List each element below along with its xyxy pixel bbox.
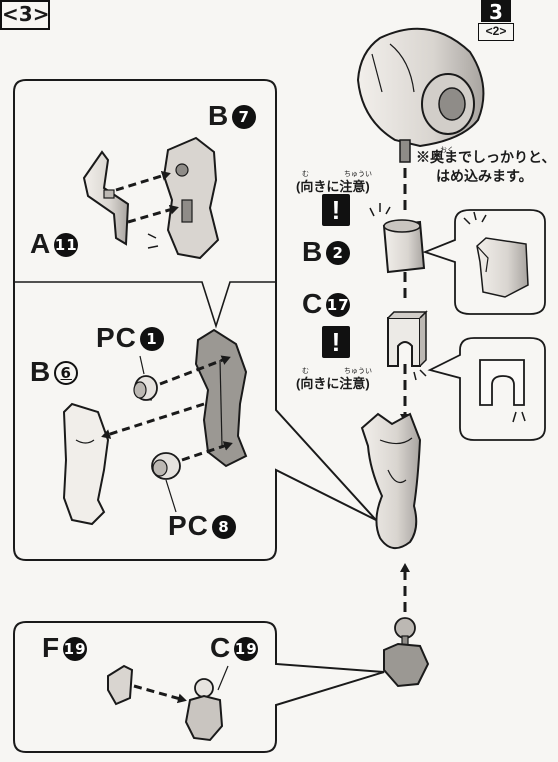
- label-b2-number: 2: [326, 241, 351, 265]
- label-c17-number: 17: [326, 293, 351, 317]
- part-b6: [62, 402, 110, 526]
- part-a11: [82, 150, 130, 246]
- label-b7-letter: B: [208, 100, 230, 131]
- label-c19-letter: C: [210, 632, 232, 663]
- label-b7-number: 7: [232, 105, 257, 129]
- label-f19-letter: F: [42, 632, 61, 663]
- caution-label-lower: む ちゅうい (向きに注意): [296, 368, 372, 392]
- caution-text: (向きに注意): [296, 376, 370, 391]
- label-b2-letter: B: [302, 236, 324, 267]
- joint-part-c19: [383, 617, 430, 688]
- label-f19-number: 19: [63, 637, 88, 661]
- part-pc8: [151, 452, 181, 480]
- part-b2-collar: [369, 203, 426, 274]
- caution-ruby-mu: む: [302, 171, 309, 178]
- part-pc1: [133, 375, 158, 401]
- part-b7: [147, 136, 220, 260]
- zoom-callout-b2: [422, 209, 546, 315]
- caution-ruby-chui: ちゅうい: [344, 171, 372, 178]
- label-c17-letter: C: [302, 288, 324, 319]
- step-number: <3>: [0, 0, 50, 30]
- warning-icon-upper: !: [322, 194, 350, 226]
- label-a11-number: 11: [54, 233, 79, 257]
- warning-icon-lower: !: [322, 326, 350, 358]
- label-pc8-number: 8: [211, 515, 236, 539]
- label-b6-letter: B: [30, 356, 52, 387]
- zoom-callout-c17: [427, 337, 546, 441]
- label-c19-number: 19: [234, 637, 259, 661]
- label-pc1-letter: PC: [96, 322, 137, 353]
- note-line-1: ※奥までしっかりと、: [416, 149, 556, 165]
- label-pc1-number: 1: [139, 327, 164, 351]
- reference-step-number: 3: [481, 0, 511, 22]
- upper-arm-assembly: [360, 412, 422, 549]
- caution-ruby-mu: む: [302, 368, 309, 375]
- note-ruby: おく: [440, 147, 454, 154]
- shoulder-armor-part: [356, 27, 485, 163]
- label-a11-letter: A: [30, 228, 52, 259]
- instruction-note: おく ※奥までしっかりと、 はめ込みます。: [416, 147, 556, 186]
- part-c19: [184, 678, 224, 742]
- part-c17-bracket: [387, 310, 428, 381]
- part-f19: [107, 664, 134, 706]
- step-value: 3: [18, 2, 33, 26]
- label-b6-number: 6: [54, 361, 79, 385]
- reference-sub-step: <2>: [478, 23, 514, 41]
- note-line-2: はめ込みます。: [436, 168, 533, 184]
- label-pc8-letter: PC: [168, 510, 209, 541]
- caution-label-upper: む ちゅうい (向きに注意): [296, 171, 372, 195]
- caution-text: (向きに注意): [296, 179, 370, 194]
- caution-ruby-chui: ちゅうい: [344, 368, 372, 375]
